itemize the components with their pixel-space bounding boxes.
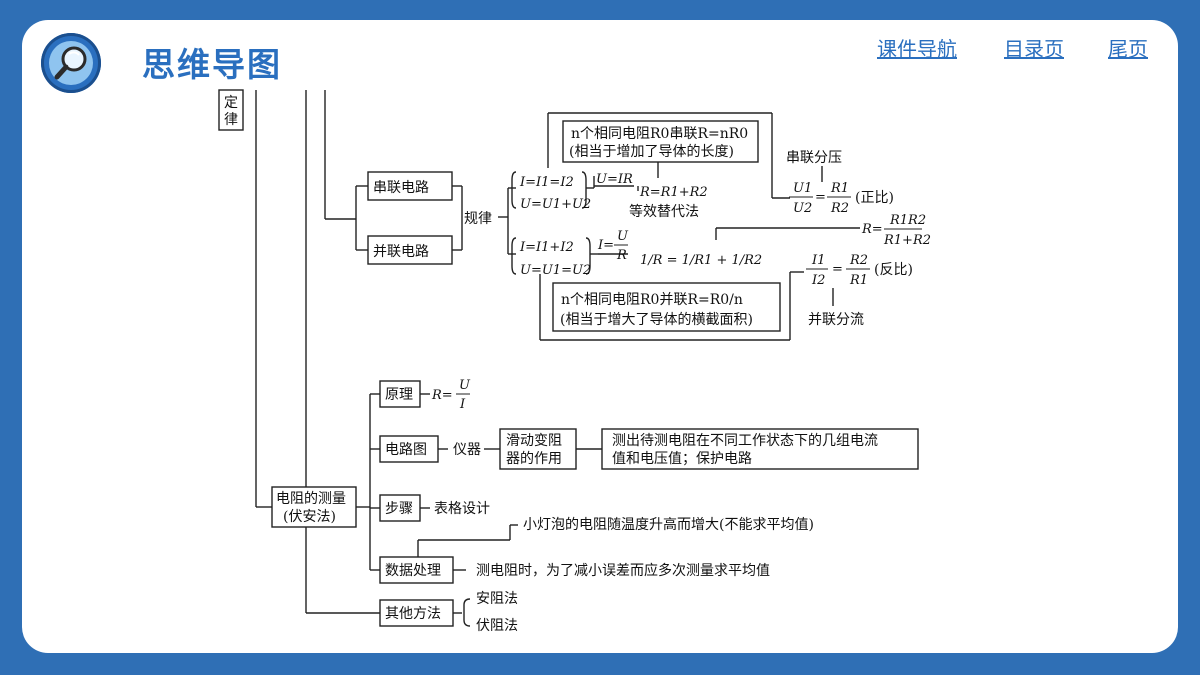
parallel-req-den: R1+R2 [883, 233, 931, 248]
magnifier-icon [41, 33, 101, 93]
parallel-req-lhs: R= [861, 222, 883, 237]
rheostat-line-2: 器的作用 [506, 451, 562, 467]
measurement-line-2: (伏安法) [283, 509, 336, 525]
nav-link-contents[interactable]: 目录页 [1004, 37, 1064, 61]
series-divide-title: 串联分压 [786, 150, 842, 166]
series-ratio-note: (正比) [855, 190, 894, 206]
series-resistance-rule: R=R1+R2 [639, 185, 708, 200]
other-methods-label: 其他方法 [385, 606, 441, 622]
rheostat-role-box [601, 428, 919, 470]
parallel-ratio-note: (反比) [874, 262, 913, 278]
other-methods-box [379, 599, 454, 627]
connector-lines [255, 90, 860, 627]
parallel-divide-title: 并联分流 [808, 312, 864, 328]
parallel-resistance-rule: 1/R = 1/R1 + 1/R2 [640, 253, 762, 268]
law-char-1: 定 [224, 95, 238, 111]
page-title: 思维导图 [142, 45, 282, 84]
parallel-current-rule: I=I1+I2 [519, 240, 574, 255]
measurement-line-1: 电阻的测量 [276, 491, 346, 507]
series-ratio-right-num: R1 [830, 181, 849, 196]
parallel-ratio-equals: = [832, 262, 843, 277]
steps-box [379, 494, 421, 522]
average-note: 测电阻时，为了减小误差而应多次测量求平均值 [476, 562, 770, 579]
data-processing-box [379, 556, 454, 584]
parallel-ohm-lhs: I= [597, 238, 614, 253]
parallel-ratio-left-den: I2 [811, 273, 825, 288]
series-ohm-law: U=IR [596, 172, 633, 187]
ammeter-method-label: 安阻法 [476, 591, 518, 607]
rheostat-role-line-2: 值和电压值；保护电路 [612, 451, 752, 467]
series-note-line-1: n个相同电阻R0串联R=nR0 [571, 126, 748, 142]
principle-box [379, 380, 421, 408]
series-circuit-label: 串联电路 [373, 180, 429, 196]
rheostat-role-line-1: 测出待测电阻在不同工作状态下的几组电流 [612, 433, 878, 449]
law-char-2: 律 [224, 112, 238, 128]
circuit-diagram-box [379, 435, 439, 463]
rule-label: 规律 [464, 211, 492, 227]
parallel-ratio-left-num: I1 [811, 253, 825, 268]
bulb-note: 小灯泡的电阻随温度升高而增大(不能求平均值) [523, 516, 814, 533]
series-note-line-2: (相当于增加了导体的长度) [569, 144, 734, 160]
series-circuit-box [367, 171, 453, 201]
parallel-circuit-label: 并联电路 [373, 244, 429, 260]
steps-label: 步骤 [385, 501, 413, 517]
voltmeter-method-label: 伏阻法 [476, 618, 518, 634]
principle-den: I [459, 397, 466, 412]
parallel-note-line-1: n个相同电阻R0并联R=R0/n [561, 292, 743, 308]
parallel-req-num: R1R2 [889, 213, 926, 228]
data-processing-label: 数据处理 [385, 563, 441, 579]
parallel-ratio-right-num: R2 [849, 253, 868, 268]
series-ratio-left-den: U2 [793, 201, 812, 216]
equivalent-method: 等效替代法 [629, 203, 699, 220]
series-voltage-rule: U=U1+U2 [520, 197, 591, 212]
parallel-note-box [552, 282, 781, 332]
parallel-ohm-den: R [616, 248, 627, 263]
parallel-voltage-rule: U=U1=U2 [520, 263, 591, 278]
table-design-label: 表格设计 [434, 501, 490, 517]
series-ratio-equals: = [815, 190, 826, 205]
nav-link-last-page[interactable]: 尾页 [1108, 37, 1148, 61]
series-note-box [562, 120, 759, 163]
rheostat-box [499, 428, 577, 470]
series-ratio-right-den: R2 [830, 201, 849, 216]
instrument-label: 仪器 [453, 442, 481, 458]
parallel-circuit-box [367, 235, 453, 265]
parallel-note-line-2: (相当于增大了导体的横截面积) [560, 312, 753, 328]
principle-label: 原理 [385, 387, 413, 403]
rheostat-line-1: 滑动变阻 [506, 432, 562, 449]
series-ratio-left-num: U1 [793, 181, 812, 196]
law-box [218, 89, 244, 131]
principle-num: U [459, 378, 471, 393]
series-current-rule: I=I1=I2 [519, 175, 574, 190]
node-boxes [218, 89, 919, 627]
principle-lhs: R= [431, 388, 453, 403]
circuit-diagram-label: 电路图 [385, 442, 427, 458]
parallel-ratio-right-den: R1 [849, 273, 868, 288]
measurement-box [271, 486, 357, 528]
parallel-ohm-num: U [617, 229, 629, 244]
nav-link-courseware[interactable]: 课件导航 [877, 37, 957, 61]
